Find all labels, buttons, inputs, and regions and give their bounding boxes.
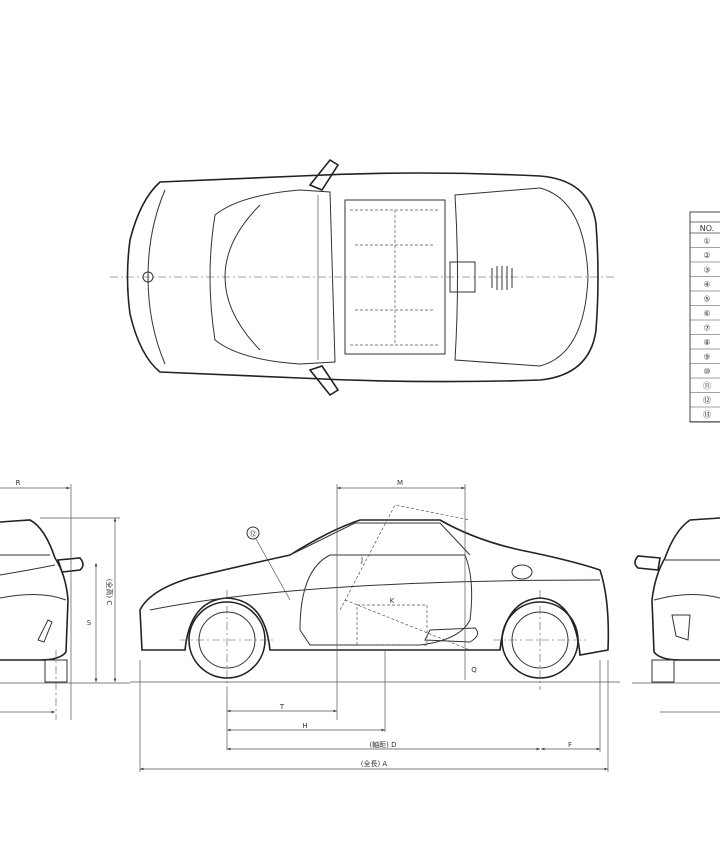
- mirror-top-right: [308, 365, 340, 397]
- dim-label-A: (全長) A: [361, 759, 388, 768]
- dim-label-C: (全高) C: [105, 579, 114, 606]
- mirror-front: [56, 557, 84, 573]
- table-row-number: ③: [703, 266, 710, 275]
- front-view: R (全高) C S: [0, 479, 130, 720]
- dim-label-M: M: [397, 479, 403, 487]
- mirror-rear: [634, 555, 661, 571]
- dim-label-Q: Q: [471, 666, 477, 674]
- top-view: [110, 158, 615, 397]
- mirror-top-left: [308, 158, 340, 191]
- legend-table: NO. ① ② ③ ④ ⑤ ⑥ ⑦ ⑧ ⑨ ⑩ ⑪ ⑫ ⑬: [689, 211, 720, 423]
- dim-label-R: R: [16, 479, 21, 487]
- rear-deck-top: [454, 187, 589, 367]
- table-row-number: ⑧: [703, 338, 710, 347]
- table-row-number: ②: [703, 251, 710, 260]
- dim-label-D: (軸距) D: [369, 740, 396, 749]
- table-row-number: ⑤: [703, 295, 710, 304]
- rear-view: [632, 517, 720, 713]
- door: [299, 554, 473, 646]
- table-row-number: ⑬: [703, 411, 711, 420]
- body-outline-front: [0, 519, 69, 661]
- body-outline-top: [126, 172, 599, 383]
- callout-12-circle: [246, 526, 260, 540]
- dim-label-J: J: [360, 556, 363, 564]
- table-row-number: ⑫: [703, 396, 711, 405]
- table-row-number: ①: [703, 237, 710, 246]
- table-row-number: ⑩: [703, 367, 710, 376]
- table-row-number: ⑦: [703, 324, 710, 333]
- table-row-number: ④: [703, 280, 710, 289]
- cabin-top: [344, 199, 446, 355]
- callout-12: ⑫: [250, 530, 257, 538]
- table-row-number: ⑨: [703, 353, 710, 362]
- side-view: M K J Q ⑫ T H (軸距) D F (全長) A: [130, 479, 620, 772]
- dim-label-K: K: [390, 597, 395, 605]
- dim-label-H: H: [302, 722, 307, 730]
- table-row-number: ⑥: [703, 309, 710, 318]
- body-outline-rear: [651, 517, 720, 661]
- windshield-top: [209, 189, 336, 365]
- body-outline-side: [139, 519, 610, 656]
- dim-label-S: S: [87, 619, 92, 627]
- dim-label-T: T: [279, 703, 285, 711]
- dim-label-F: F: [568, 741, 572, 749]
- table-header-no: NO.: [700, 224, 715, 233]
- table-row-number: ⑪: [703, 382, 711, 391]
